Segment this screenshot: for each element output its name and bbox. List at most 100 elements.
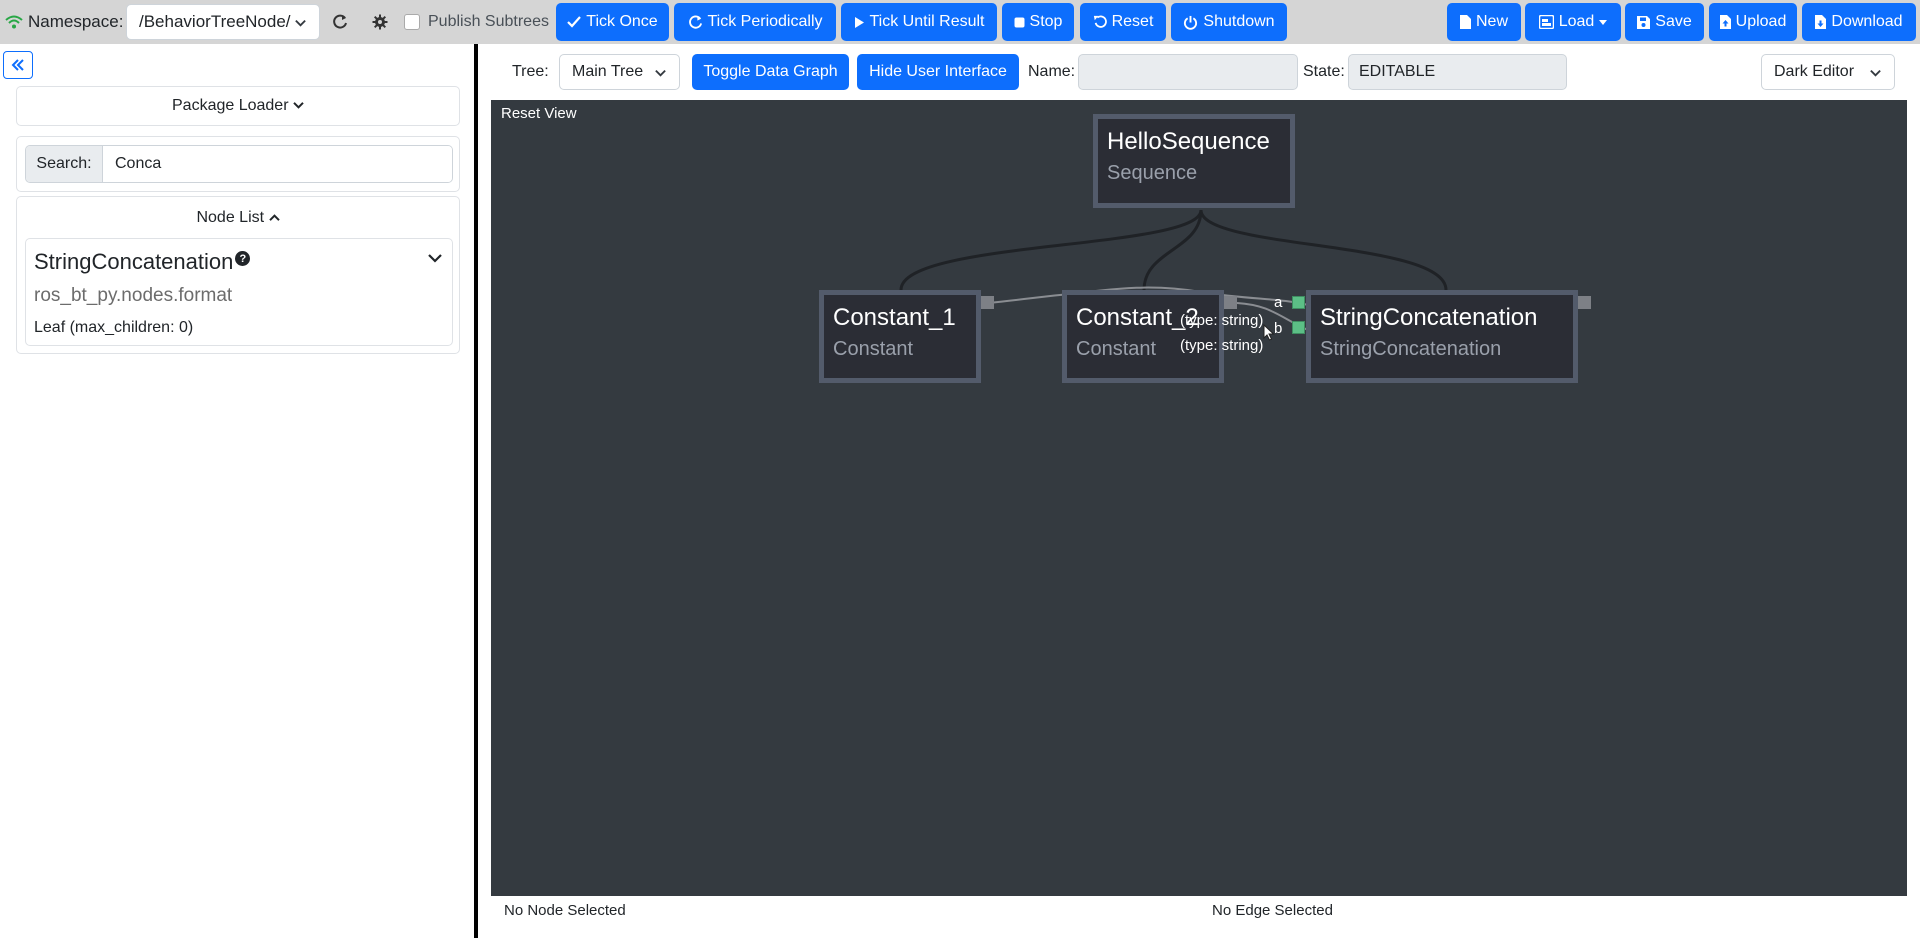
upload-button[interactable]: Upload [1709,3,1797,41]
tick-once-button[interactable]: Tick Once [556,3,669,41]
power-icon [1184,15,1198,30]
theme-value: Dark Editor [1774,63,1855,80]
sync-icon [688,15,702,29]
edges-layer [899,209,1448,331]
node-name: Constant_2 [1076,304,1199,331]
input-port-b[interactable] [1292,321,1305,334]
tick-periodically-button[interactable]: Tick Periodically [674,3,836,41]
mouse-cursor-icon [1263,324,1275,341]
node-item-name: StringConcatenation [34,249,234,274]
shutdown-button[interactable]: Shutdown [1171,3,1287,41]
tree-node-hellosequence[interactable]: HelloSequence Sequence [1093,114,1295,208]
node-list-item[interactable]: StringConcatenation? ros_bt_py.nodes.for… [25,238,453,346]
file-download-icon [1815,15,1827,29]
theme-select[interactable]: Dark Editor [1761,54,1895,90]
node-type: Constant [1076,338,1157,360]
output-port[interactable] [1578,296,1591,309]
tree-edge[interactable] [899,209,1203,291]
node-type: Constant [833,338,914,360]
reset-label: Reset [1111,13,1154,30]
search-card: Search: [16,136,460,192]
top-toolbar: Namespace: /BehaviorTreeNode/ Publish Su… [0,0,1920,44]
chevron-down-icon[interactable] [428,253,442,263]
package-loader-toggle[interactable]: Package Loader [17,97,459,115]
node-item-info: Leaf (max_children: 0) [34,319,194,336]
wifi-icon [5,3,23,41]
port-type-b: (type: string) [1180,337,1264,354]
stop-icon [1014,17,1025,27]
name-label: Name: [1028,63,1076,80]
gear-icon[interactable] [372,3,388,41]
stop-label: Stop [1029,13,1063,30]
tick-until-result-label: Tick Until Result [869,13,985,30]
port-label-b: b [1274,320,1283,337]
load-label: Load [1558,13,1595,30]
reset-view-button[interactable]: Reset View [501,105,577,122]
tick-until-result-button[interactable]: Tick Until Result [841,3,997,41]
tree-node-constant-2[interactable]: Constant_2 Constant [1062,290,1224,383]
tick-once-label: Tick Once [586,13,658,30]
tree-node-stringconcatenation[interactable]: StringConcatenation StringConcatenation [1306,290,1578,383]
caret-down-icon [1599,19,1608,25]
name-field[interactable] [1078,54,1298,90]
chevron-down-icon [295,19,306,27]
package-loader-label: Package Loader [172,97,289,114]
node-list-label: Node List [196,209,265,226]
chevron-up-icon [268,214,280,221]
node-list-card: Node List StringConcatenation? ros_bt_py… [16,196,460,354]
publish-subtrees-label: Publish Subtrees [428,13,549,30]
new-button[interactable]: New [1447,3,1521,41]
edge-selection-status: No Edge Selected [1212,902,1333,919]
node-list-toggle[interactable]: Node List [17,209,459,227]
tick-periodically-label: Tick Periodically [707,13,823,30]
tree-canvas[interactable]: Reset View HelloSequence Sequence Consta… [491,100,1907,896]
hide-user-interface-button[interactable]: Hide User Interface [857,54,1019,90]
download-button[interactable]: Download [1802,3,1916,41]
file-upload-icon [1719,15,1731,29]
question-circle-icon[interactable]: ? [235,251,251,266]
search-input[interactable] [103,146,452,182]
panel-divider[interactable] [474,44,478,938]
state-label: State: [1303,63,1345,80]
chevron-down-icon [1870,69,1881,77]
left-panel: Package Loader Search: Node List StringC… [0,44,474,938]
node-type: Sequence [1107,162,1198,184]
floppy-icon [1637,15,1651,29]
tree-select[interactable]: Main Tree [559,54,680,90]
reset-button[interactable]: Reset [1080,3,1166,41]
stop-button[interactable]: Stop [1002,3,1074,41]
play-icon [854,16,864,28]
node-name: Constant_1 [833,304,956,331]
search-label: Search: [26,146,103,182]
upload-label: Upload [1735,13,1787,30]
tree-node-constant-1[interactable]: Constant_1 Constant [819,290,981,383]
namespace-select[interactable]: /BehaviorTreeNode/ [126,4,320,40]
chevron-down-icon [655,69,666,77]
output-port[interactable] [1224,296,1237,309]
collapse-sidebar-button[interactable] [3,51,33,79]
namespace-label: Namespace: [28,12,124,31]
load-dropdown-button[interactable]: Load [1525,3,1621,41]
refresh-icon[interactable] [332,3,348,41]
output-port[interactable] [981,296,994,309]
tree-edge[interactable] [1142,209,1203,291]
namespace-value: /BehaviorTreeNode/ [139,12,291,31]
save-button[interactable]: Save [1625,3,1704,41]
tree-edge[interactable] [1199,209,1448,291]
node-selection-status: No Node Selected [504,902,626,919]
undo-icon [1093,15,1107,28]
double-chevron-left-icon [11,59,24,71]
chevron-down-icon [293,102,304,109]
toggle-data-graph-button[interactable]: Toggle Data Graph [692,54,849,90]
load-icon [1538,15,1554,29]
port-label-a: a [1274,294,1283,311]
node-item-title: StringConcatenation? [34,249,251,275]
port-type-a: (type: string) [1180,312,1264,329]
input-port-a[interactable] [1292,296,1305,309]
check-icon [567,16,582,28]
state-field: EDITABLE [1348,54,1567,90]
node-item-module: ros_bt_py.nodes.format [34,285,233,306]
editor-area: Tree: Main Tree Toggle Data Graph Hide U… [478,44,1920,938]
publish-subtrees-checkbox[interactable] [404,14,420,30]
download-label: Download [1831,13,1903,30]
